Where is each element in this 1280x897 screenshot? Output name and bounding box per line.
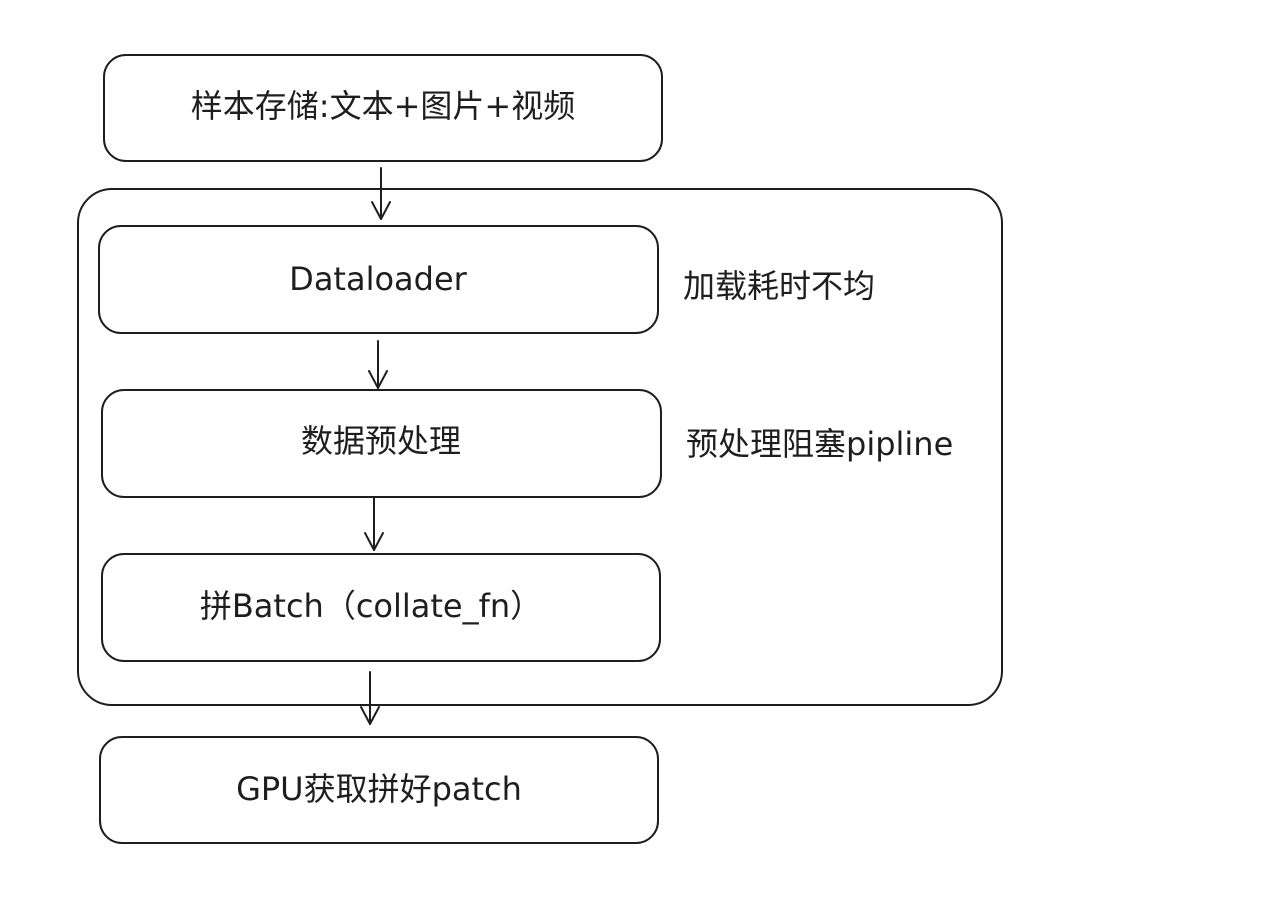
arrow-dataloader-to-preprocess: [368, 340, 388, 389]
arrow-storage-to-dataloader: [371, 167, 391, 220]
node-collate-label: 拼Batch（collate_fn）: [200, 587, 542, 625]
node-storage-box: [103, 54, 663, 162]
note-load-imbalance: 加载耗时不均: [683, 267, 875, 305]
node-preprocess-label: 数据预处理: [301, 422, 461, 460]
node-gpu-box: [99, 736, 659, 844]
node-dataloader-label: Dataloader: [289, 260, 467, 298]
node-dataloader-box: [98, 225, 659, 334]
pipeline-container: [77, 188, 1003, 706]
note-preprocess-block: 预处理阻塞pipline: [686, 425, 953, 463]
node-preprocess-box: [101, 389, 662, 498]
node-storage-label: 样本存储:文本+图片+视频: [191, 87, 575, 125]
arrow-preprocess-to-collate: [364, 497, 384, 551]
arrow-collate-to-gpu: [360, 671, 380, 725]
node-collate-box: [101, 553, 661, 662]
node-gpu-label: GPU获取拼好patch: [236, 770, 522, 808]
